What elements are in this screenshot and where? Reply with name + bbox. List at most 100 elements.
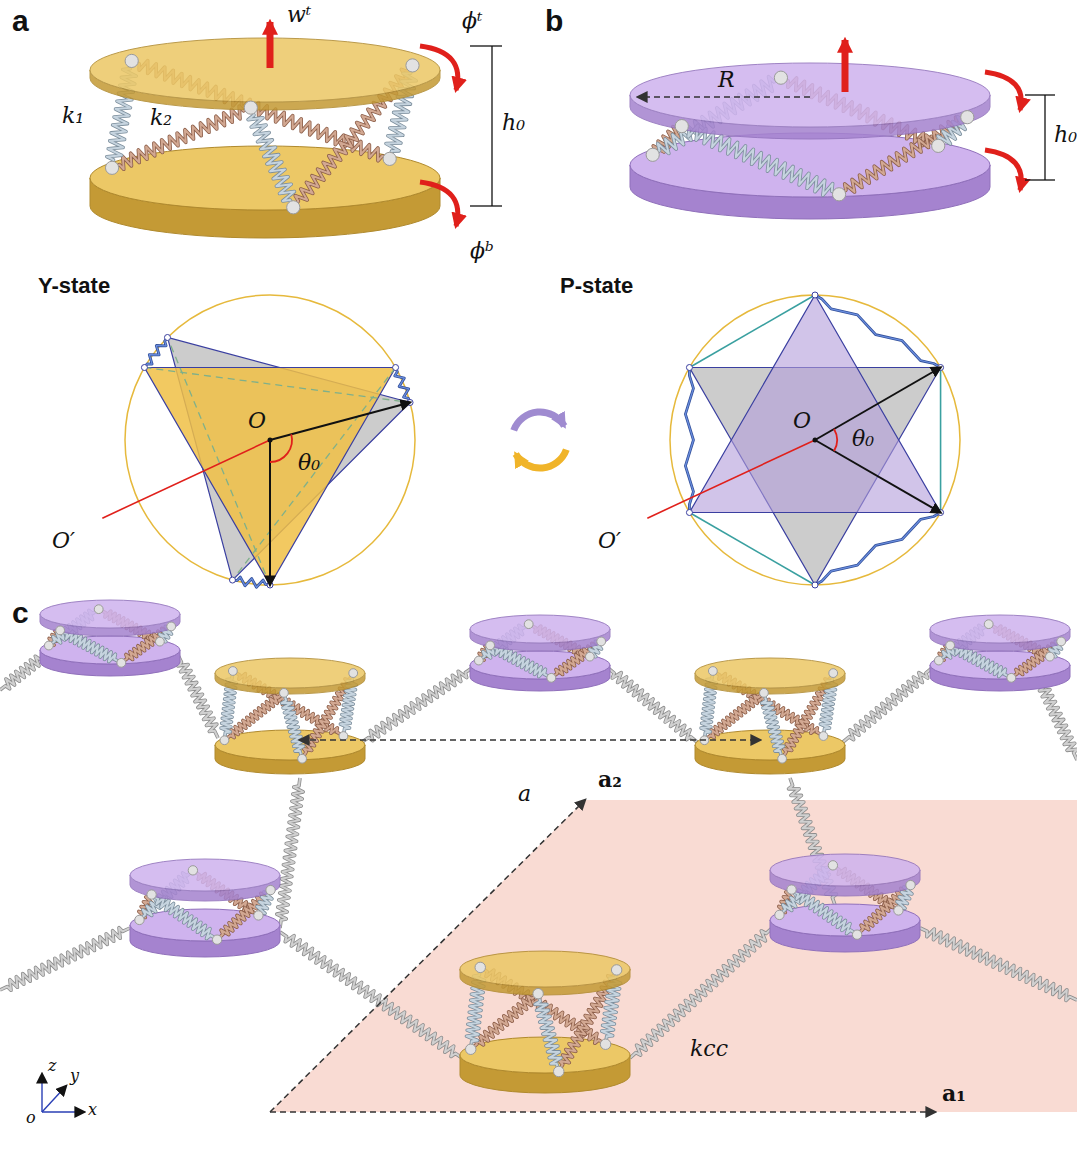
spring-outline [1040, 680, 1077, 760]
p-state-cell [930, 615, 1070, 691]
rotation-arrow [420, 182, 458, 226]
disc-face [215, 658, 365, 688]
lattice-vector-arrow [270, 1111, 935, 1113]
vector-label: a₂ [598, 768, 622, 790]
disc-face [40, 600, 180, 628]
spring-coil [535, 994, 561, 1072]
math-symbol: R [718, 69, 735, 91]
math-symbol: k₂ [150, 107, 172, 129]
math-symbol: kcc [690, 1038, 728, 1060]
state-name: Y-state [38, 275, 110, 297]
hinge-ball [94, 605, 103, 614]
edge-line [689, 295, 815, 368]
hinge-ball [600, 1039, 610, 1049]
hinge-ball [961, 111, 974, 124]
hinge-ball [125, 54, 138, 67]
dimension-tick [470, 45, 502, 46]
hinge-ball [135, 915, 144, 924]
transition-arrow [516, 450, 567, 468]
hinge-ball [244, 101, 257, 114]
p-state-cell [770, 854, 920, 952]
spring-coil [277, 778, 303, 928]
dimension-tick [1025, 179, 1055, 180]
top-view [102, 295, 415, 588]
hinge-ball [228, 667, 237, 676]
edge-line [689, 513, 815, 586]
vertex-dot [812, 582, 818, 588]
math-symbol: wᵗ [287, 4, 311, 26]
disc [215, 658, 365, 694]
hinge-ball [894, 906, 903, 915]
spring-coil [362, 668, 472, 742]
spring-coil [232, 577, 270, 587]
hinge-ball [167, 622, 176, 631]
y-state-cell [695, 658, 845, 774]
force-arrow [842, 40, 849, 92]
hinge-ball [675, 120, 688, 133]
disc [470, 615, 610, 651]
disc-face [460, 1037, 630, 1073]
disc [130, 859, 280, 901]
hinge-ball [383, 152, 396, 165]
reference-line [647, 440, 815, 518]
top-view [647, 292, 960, 588]
outer-circle [670, 295, 960, 585]
outer-circle [125, 295, 415, 585]
panel-letter: a [12, 6, 29, 36]
reference-line [102, 440, 270, 518]
spring-outline [608, 668, 697, 742]
spring-coil [282, 693, 304, 759]
center-dot [813, 438, 818, 443]
p-state-cell [40, 600, 180, 676]
vertex-dot [812, 292, 818, 298]
p-state-cell [130, 859, 280, 957]
panel-b-illustration [630, 40, 1055, 219]
center-dot [268, 438, 273, 443]
hinge-ball [611, 965, 621, 975]
angle-arc [270, 434, 292, 462]
y-state-cell [90, 38, 440, 238]
spring-coil [280, 932, 462, 1058]
dimension-tick [470, 205, 502, 206]
p-state-cell [630, 63, 990, 219]
p-state-cell [470, 615, 610, 691]
hinge-ball [475, 962, 485, 972]
disc-face [930, 615, 1070, 643]
hinge-ball [339, 732, 348, 741]
math-symbol: O′ [52, 530, 75, 552]
hinge-ball [44, 641, 53, 650]
math-symbol: k₁ [62, 105, 84, 127]
disc-face [470, 615, 610, 643]
spring-coil [0, 655, 45, 690]
hinge-ball [646, 148, 659, 161]
disc-face [460, 951, 630, 987]
math-symbol: ϕᵇ [470, 240, 494, 262]
spring-coil [178, 655, 218, 738]
disc-face [130, 859, 280, 891]
y-state-cell [215, 658, 365, 774]
hinge-ball [708, 667, 717, 676]
hinge-ball [554, 1066, 564, 1076]
disc [90, 146, 440, 238]
math-symbol: h₀ [502, 112, 525, 134]
spring-coil [815, 513, 941, 586]
axis-label: o [26, 1110, 36, 1126]
disc [40, 600, 180, 636]
hinge-ball [778, 754, 787, 763]
hinge-ball [829, 669, 838, 678]
hinge-ball [155, 637, 164, 646]
hinge-ball [760, 688, 769, 697]
diagonal-spring-projection [232, 368, 395, 581]
lattice-vector-arrow [270, 800, 585, 1112]
disc [695, 658, 845, 694]
spring-outline [843, 668, 932, 742]
hinge-ball [984, 620, 993, 629]
spring-outline [248, 108, 294, 208]
disc [770, 854, 920, 896]
vertex-dot [164, 334, 170, 340]
state-name: P-state [560, 275, 633, 297]
hinge-ball [188, 866, 197, 875]
spring-coil [395, 368, 410, 403]
hinge-ball [585, 652, 594, 661]
panel-a-illustration [90, 22, 502, 238]
